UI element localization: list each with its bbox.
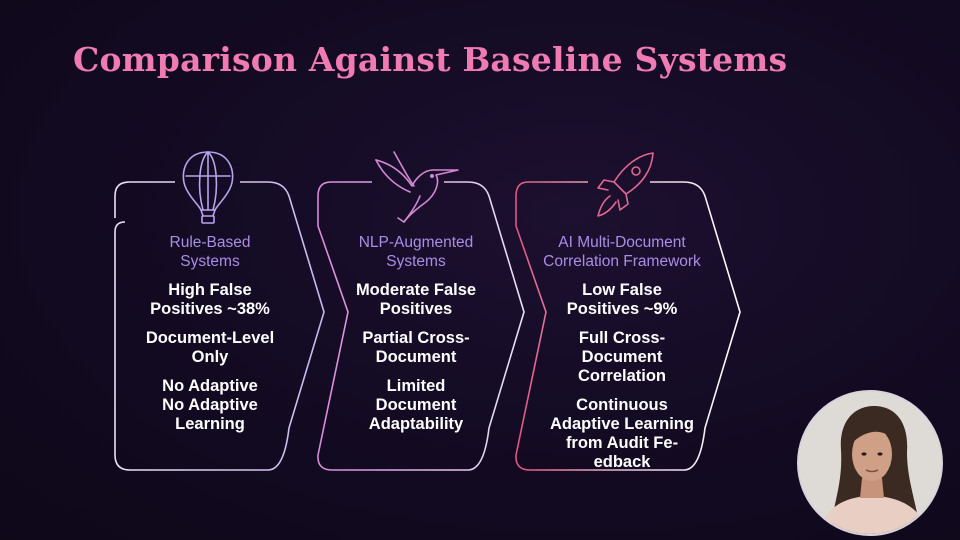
column-heading: AI Multi-Document Correlation Framework	[522, 233, 722, 271]
comparison-point: Partial Cross- Document	[316, 329, 516, 367]
heading-line: Rule-Based	[169, 234, 251, 251]
hummingbird-icon	[375, 151, 459, 223]
presenter-avatar	[799, 392, 941, 534]
column-nlp-augmented: NLP-Augmented Systems Moderate False Pos…	[316, 233, 516, 444]
slide-title: Comparison Against Baseline Systems	[73, 40, 788, 79]
point-line: Document-Level	[145, 329, 275, 347]
point-line: High False	[168, 281, 252, 299]
point-line: No Adaptive	[162, 396, 258, 414]
point-line: Document	[375, 348, 457, 366]
column-ai-framework: AI Multi-Document Correlation Framework …	[522, 233, 722, 482]
point-line: Correlation	[577, 367, 666, 385]
rocket-icon	[597, 152, 654, 217]
point-line: Adaptive Learning	[550, 415, 694, 433]
heading-line: AI Multi-Document	[558, 234, 686, 251]
comparison-point: No Adaptive No Adaptive Learning	[110, 377, 310, 434]
point-line: Document	[375, 396, 457, 414]
point-line: No Adaptive	[162, 377, 258, 395]
point-line: Adaptability	[368, 415, 464, 433]
point-line: Partial Cross-	[362, 329, 470, 347]
hot-air-balloon-icon	[182, 151, 234, 224]
point-line: Only	[191, 348, 229, 366]
point-line: edback	[593, 453, 651, 471]
comparison-point: Limited Document Adaptability	[316, 377, 516, 434]
comparison-point: High False Positives ~38%	[110, 281, 310, 319]
presenter-webcam	[797, 390, 943, 536]
point-line: Moderate False	[355, 281, 477, 299]
point-line: Learning	[175, 415, 245, 433]
panel-outline-rule-based	[114, 181, 325, 471]
column-rule-based: Rule-Based Systems High False Positives …	[110, 233, 310, 444]
heading-line: NLP-Augmented	[358, 234, 474, 251]
point-line: Positives ~9%	[566, 300, 678, 318]
comparison-point: Continuous Adaptive Learning from Audit …	[522, 396, 722, 472]
heading-line: Systems	[180, 253, 240, 270]
point-line: Low False	[582, 281, 662, 299]
point-line: Limited	[386, 377, 446, 395]
heading-line: Systems	[386, 253, 446, 270]
column-heading: Rule-Based Systems	[110, 233, 310, 271]
heading-line: Correlation Framework	[543, 253, 701, 270]
panel-outline-ai	[515, 181, 741, 471]
point-line: Continuous	[576, 396, 668, 414]
point-line: Document	[581, 348, 663, 366]
comparison-point: Document-Level Only	[110, 329, 310, 367]
comparison-point: Full Cross- Document Correlation	[522, 329, 722, 386]
point-line: Full Cross-	[578, 329, 666, 347]
panel-outline-nlp	[317, 181, 525, 471]
comparison-point: Low False Positives ~9%	[522, 281, 722, 319]
point-line: Positives ~38%	[150, 300, 270, 318]
point-line: Positives	[379, 300, 453, 318]
column-heading: NLP-Augmented Systems	[316, 233, 516, 271]
point-line: from Audit Fe-	[565, 434, 679, 452]
comparison-point: Moderate False Positives	[316, 281, 516, 319]
